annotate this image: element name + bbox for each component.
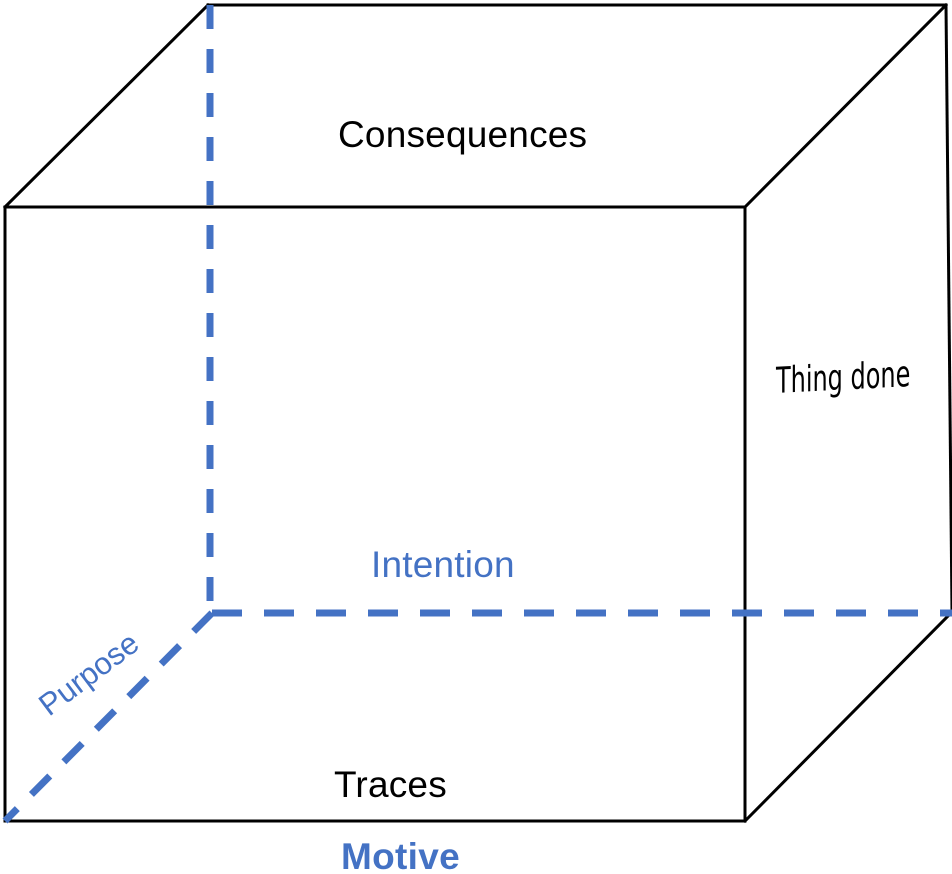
edge-back-right xyxy=(944,3,952,614)
label-traces: Traces xyxy=(334,764,447,805)
solid-edges xyxy=(2,2,952,824)
edge-diagonal-top-right xyxy=(742,2,949,210)
label-consequences: Consequences xyxy=(338,114,588,155)
label-motive: Motive xyxy=(341,836,460,874)
label-intention: Intention xyxy=(371,544,515,585)
label-thing-done: Thing done xyxy=(776,354,911,402)
edge-diagonal-bottom-right xyxy=(742,611,952,824)
hidden-edges xyxy=(2,5,952,824)
edge-diagonal-top-left xyxy=(2,2,211,210)
edge-hidden-diagonal-bottom-left xyxy=(2,610,215,824)
